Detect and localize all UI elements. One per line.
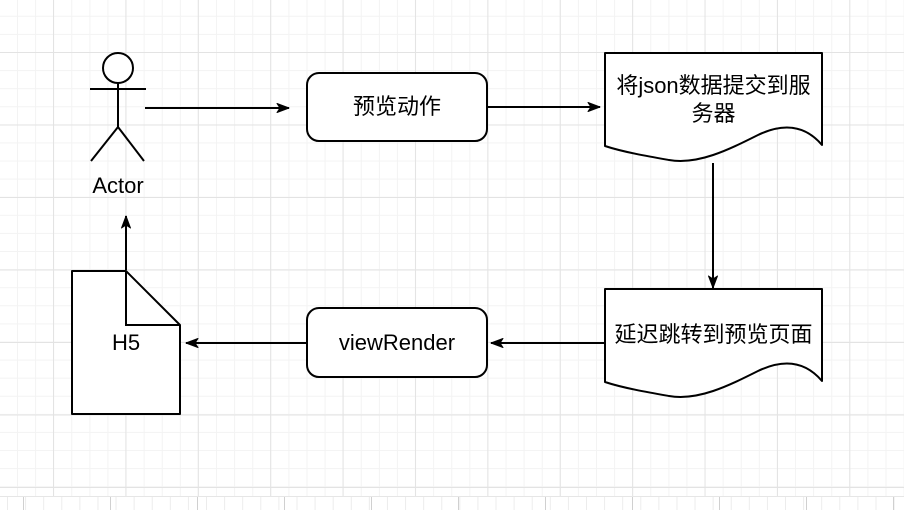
note-fold-corner	[125, 271, 180, 326]
node-submit-json-label[interactable]: 将json数据提交到服 务器	[605, 53, 822, 146]
node-delay-jump-label[interactable]: 延迟跳转到预览页面	[614, 321, 813, 347]
actor-figure[interactable]	[90, 52, 146, 162]
actor-head	[102, 52, 134, 84]
actor-label[interactable]: Actor	[92, 173, 144, 198]
node-h5-label[interactable]: H5	[111, 329, 141, 355]
page-edge-ruler	[0, 496, 904, 510]
node-submit-json-shape[interactable]	[604, 52, 823, 162]
node-submit-json-label-line2: 务器	[691, 100, 736, 126]
actor-left-leg	[90, 126, 119, 162]
node-submit-json-label-line1: 将json数据提交到服	[616, 72, 811, 98]
node-view-render-label[interactable]: viewRender	[338, 329, 456, 355]
actor-right-leg	[117, 126, 145, 162]
node-h5-shape[interactable]	[71, 270, 181, 415]
node-preview-action-label[interactable]: 预览动作	[352, 94, 441, 119]
node-delay-jump-shape[interactable]	[604, 288, 823, 398]
note-outline	[71, 270, 181, 415]
